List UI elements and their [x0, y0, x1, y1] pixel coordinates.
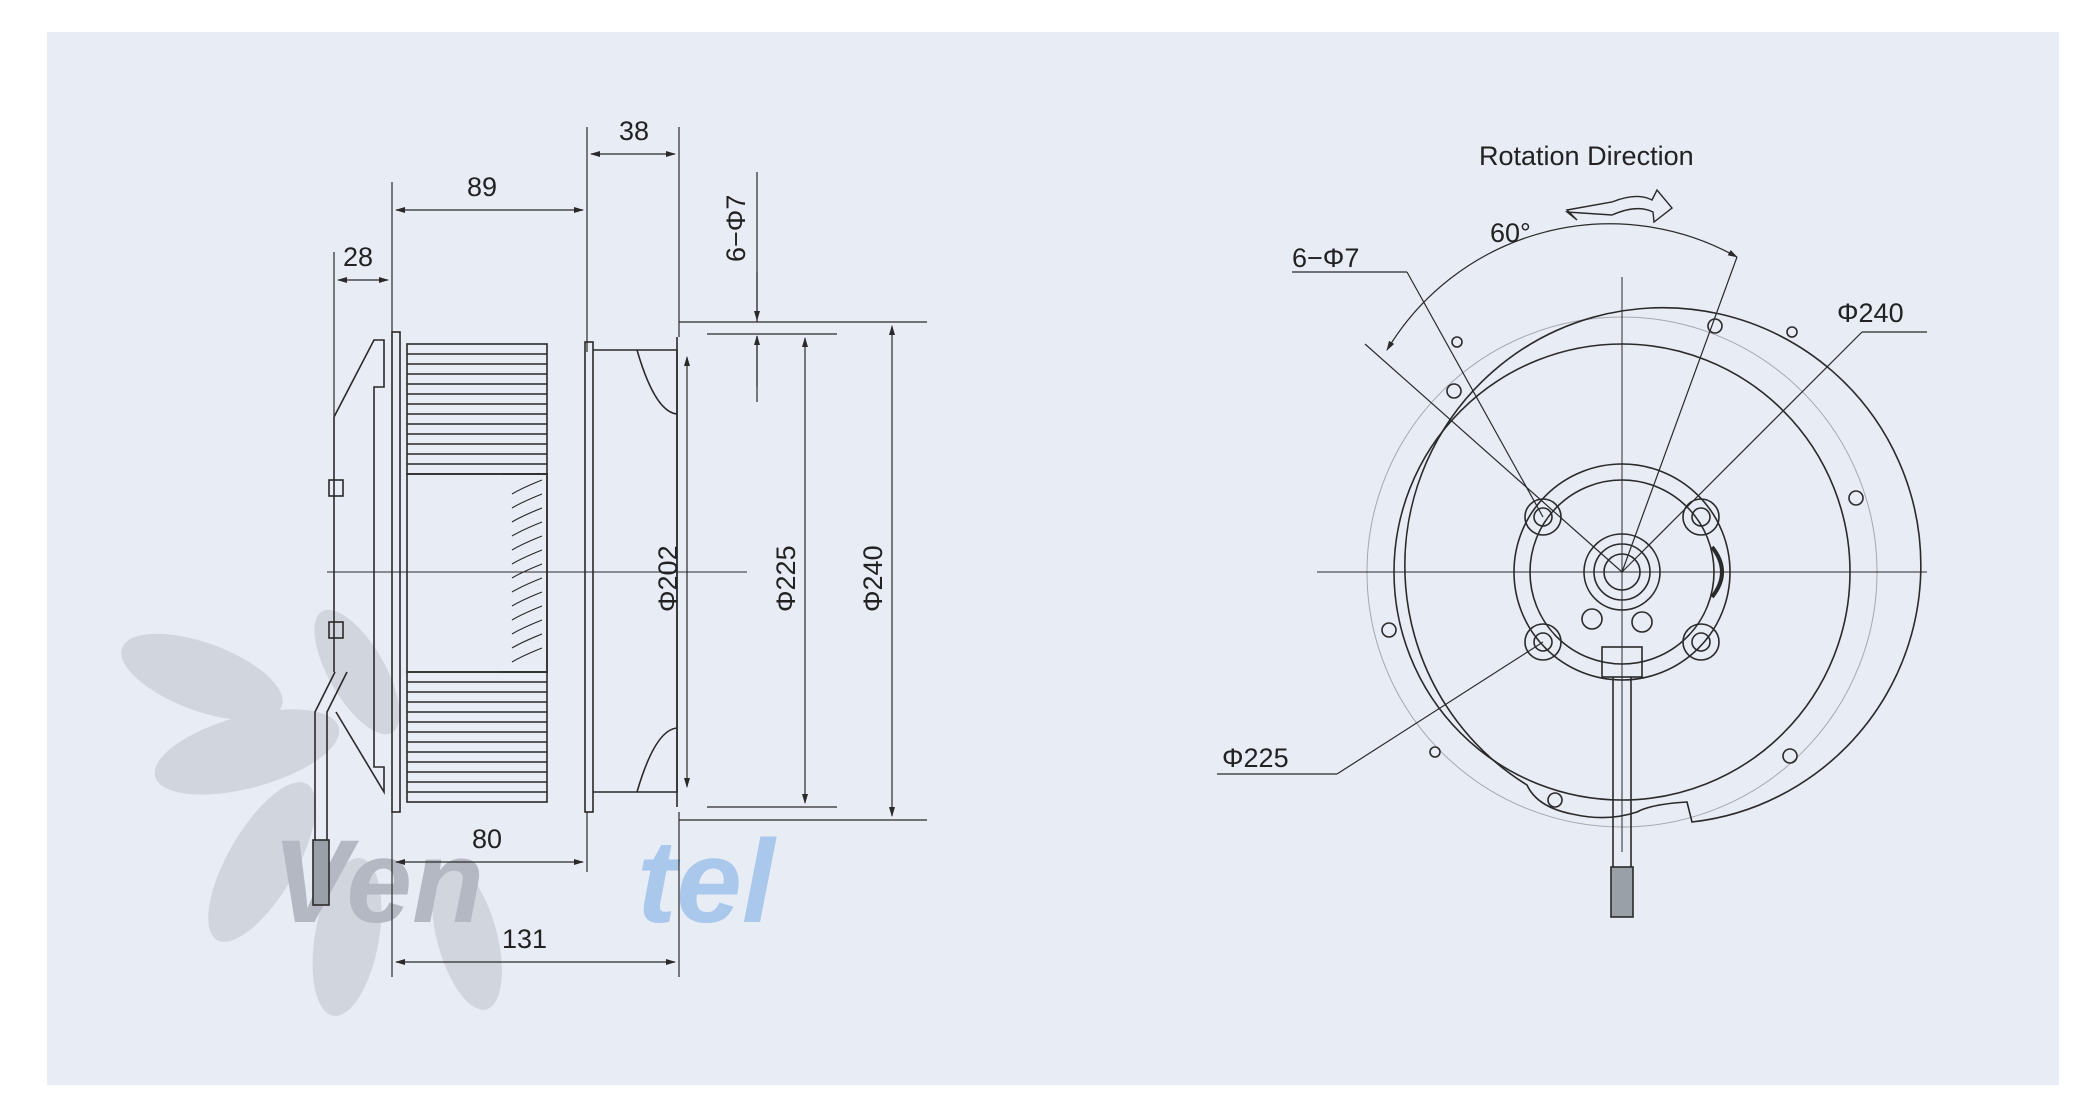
rotation-direction-label: Rotation Direction — [1479, 141, 1694, 171]
side-dimensions — [333, 127, 927, 977]
dim-holes-label: 6−Φ7 — [721, 195, 751, 262]
hub-screw — [1631, 611, 1653, 633]
hub-inner — [1529, 479, 1715, 665]
drawing-panel: Ven tel — [47, 32, 2059, 1085]
dim-phi225-label: Φ225 — [771, 545, 801, 612]
fan-logo-icon — [121, 609, 502, 1016]
front-leaders — [1217, 223, 1927, 775]
dim-131-label: 131 — [502, 924, 547, 954]
dim-38-label: 38 — [619, 116, 649, 146]
front-phi225-label: Φ225 — [1222, 743, 1289, 773]
front-cable-connector — [1610, 866, 1634, 918]
watermark-logo: Ven tel — [121, 609, 777, 1016]
dim-phi202-label: Φ202 — [653, 545, 683, 612]
watermark-blue-text: tel — [637, 816, 777, 948]
hub-outer — [1513, 463, 1731, 681]
front-labels: Rotation Direction 6−Φ7 60° Φ240 Φ225 — [1222, 141, 1904, 773]
shaft-core — [1603, 553, 1641, 591]
cable — [314, 671, 348, 852]
front-holes-label: 6−Φ7 — [1292, 243, 1359, 273]
watermark-gray-text: Ven — [272, 816, 484, 948]
impeller-blades-upper — [406, 343, 548, 475]
rotation-arrow-icon — [1564, 188, 1674, 224]
hub-capacitor — [1581, 608, 1603, 630]
hub-plate — [391, 331, 401, 813]
cable-gland — [1601, 646, 1643, 678]
hub-slot — [1710, 545, 1724, 599]
front-cable — [1612, 677, 1632, 902]
motor-coil-hatch — [511, 479, 543, 663]
outer-flange — [1404, 306, 1922, 823]
dim-28-label: 28 — [343, 242, 373, 272]
mounting-bracket — [333, 339, 385, 795]
technical-drawing: Ven tel — [121, 116, 1927, 1016]
front-plate — [584, 341, 594, 813]
shaft-outer — [1583, 533, 1661, 611]
angle-label: 60° — [1490, 218, 1531, 248]
side-view — [312, 331, 747, 906]
inlet-curve — [636, 349, 678, 793]
dim-89-label: 89 — [467, 172, 497, 202]
motor-body — [406, 473, 548, 673]
front-phi240-label: Φ240 — [1837, 298, 1904, 328]
dim-80-label: 80 — [472, 824, 502, 854]
bracket-bolt-top — [328, 479, 344, 497]
dim-phi240-label: Φ240 — [858, 545, 888, 612]
cable-connector — [312, 839, 330, 906]
bracket-bolt-bottom — [328, 621, 344, 639]
shaft-inner — [1593, 543, 1651, 601]
impeller-blades-lower — [406, 671, 548, 803]
hub-bolts — [1524, 498, 1720, 661]
side-dimension-labels: 38 89 28 80 131 6−Φ7 Φ202 Φ225 Φ240 — [343, 116, 888, 954]
front-view — [1217, 188, 1927, 918]
motor-rotor — [502, 473, 548, 673]
